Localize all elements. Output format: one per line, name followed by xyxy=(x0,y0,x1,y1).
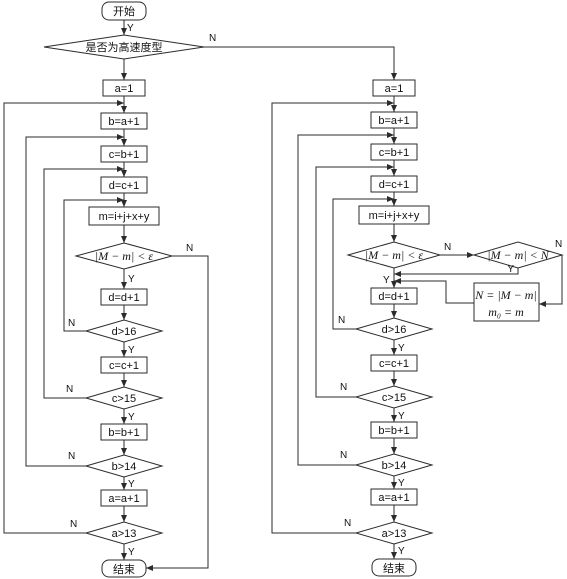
r-yes-label-a: Y xyxy=(398,546,405,557)
decision-d xyxy=(84,319,164,343)
decision-b-label: b>14 xyxy=(112,461,137,473)
r-step-c-init-label: c=b+1 xyxy=(379,147,410,159)
r-decision-a xyxy=(354,521,434,545)
r-edge-a-loop xyxy=(271,100,394,534)
r-step-c-inc-label: c=c+1 xyxy=(379,358,409,370)
decision-c-label: c>15 xyxy=(112,393,136,405)
no-label-b: N xyxy=(68,451,75,462)
step-b-init-label: b=a+1 xyxy=(108,116,139,128)
update-block-line1: N = |M − m| xyxy=(474,288,536,302)
r-edge-c-loop xyxy=(315,164,394,398)
edge-update-return xyxy=(394,278,474,304)
yes-label-a: Y xyxy=(128,547,135,558)
r-no-label-c: N xyxy=(340,382,347,393)
left-flow: 开始 Y 是否为高速度型 a=1 b=a+1 c=b+1 d=c+1 m=i+j… xyxy=(3,1,209,578)
r-decision-eps-label: |M − m| < ε xyxy=(365,248,423,262)
start-label: 开始 xyxy=(113,4,135,18)
r-decision-d xyxy=(354,317,434,341)
no-label-c: N xyxy=(66,384,73,395)
yes-label-d: Y xyxy=(128,345,135,356)
no-label-type: N xyxy=(209,33,216,44)
r-decision-c-label: c>15 xyxy=(382,392,406,404)
yes-label-type: Y xyxy=(127,23,134,34)
no-label-n: N xyxy=(555,239,562,250)
decision-b xyxy=(84,454,164,478)
r-step-b-init-label: b=a+1 xyxy=(378,115,409,127)
step-m-calc-label: m=i+j+x+y xyxy=(99,211,150,223)
edge-n-no xyxy=(539,255,563,307)
end-label-right: 结束 xyxy=(383,562,405,575)
yes-label-b: Y xyxy=(128,479,135,490)
r-step-a-inc-label: a=a+1 xyxy=(378,492,409,504)
step-c-init-label: c=b+1 xyxy=(109,149,140,161)
yes-label-eps: Y xyxy=(128,274,135,285)
decision-velocity-type-label: 是否为高速度型 xyxy=(86,40,163,54)
yes-label-n: Y xyxy=(507,264,514,275)
r-edge-b-loop xyxy=(297,132,394,466)
r-decision-b xyxy=(354,453,434,477)
r-yes-label-eps: Y xyxy=(383,275,390,286)
r-decision-b-label: b>14 xyxy=(382,460,407,472)
edge-c-loop xyxy=(43,166,124,399)
right-flow: a=1 b=a+1 c=b+1 d=c+1 m=i+j+x+y |M − m| … xyxy=(271,79,564,577)
r-yes-label-d: Y xyxy=(398,343,405,354)
yes-label-c: Y xyxy=(128,412,135,423)
decision-a xyxy=(84,521,164,545)
decision-n-label: |M − m| < N xyxy=(487,248,549,262)
edge-eps-no-end xyxy=(146,255,209,571)
r-no-label-eps: N xyxy=(444,242,451,253)
r-step-a-init-label: a=1 xyxy=(385,83,404,95)
step-a-init-label: a=1 xyxy=(115,83,134,95)
r-no-label-a: N xyxy=(344,518,351,529)
no-label-a: N xyxy=(70,519,77,530)
edge-b-loop xyxy=(25,134,124,467)
r-no-label-b: N xyxy=(340,450,347,461)
edge-d-loop xyxy=(63,197,124,332)
edge-type-no-right xyxy=(204,46,397,80)
step-b-inc-label: b=b+1 xyxy=(108,427,139,439)
update-block xyxy=(473,282,540,322)
r-step-m-calc-label: m=i+j+x+y xyxy=(369,210,420,222)
end-terminal-left xyxy=(101,559,147,578)
r-step-d-inc-label: d=d+1 xyxy=(378,291,409,303)
r-step-b-inc-label: b=b+1 xyxy=(378,425,409,437)
r-edge-d-loop xyxy=(332,196,394,330)
r-decision-a-label: a>13 xyxy=(382,528,407,540)
r-no-label-d: N xyxy=(338,315,345,326)
no-label-eps: N xyxy=(186,243,193,254)
decision-c xyxy=(84,386,164,410)
edge-n-yes xyxy=(394,268,519,277)
step-d-init-label: d=c+1 xyxy=(109,180,140,192)
decision-eps-label: |M − m| < ε xyxy=(95,249,153,263)
r-step-d-init-label: d=c+1 xyxy=(379,179,410,191)
decision-d-label: d>16 xyxy=(112,326,137,338)
step-c-inc-label: c=c+1 xyxy=(109,360,139,372)
r-decision-d-label: d>16 xyxy=(382,324,407,336)
update-block-line2: m₀ = m xyxy=(488,305,524,319)
end-label-left: 结束 xyxy=(113,563,135,576)
r-decision-c xyxy=(354,385,434,409)
r-yes-label-b: Y xyxy=(398,478,405,489)
no-label-d: N xyxy=(68,318,75,329)
step-a-inc-label: a=a+1 xyxy=(108,493,139,505)
r-yes-label-c: Y xyxy=(398,411,405,422)
end-terminal-right xyxy=(371,558,417,577)
edge-a-loop xyxy=(3,100,124,534)
step-d-inc-label: d=d+1 xyxy=(108,292,139,304)
decision-a-label: a>13 xyxy=(112,528,137,540)
